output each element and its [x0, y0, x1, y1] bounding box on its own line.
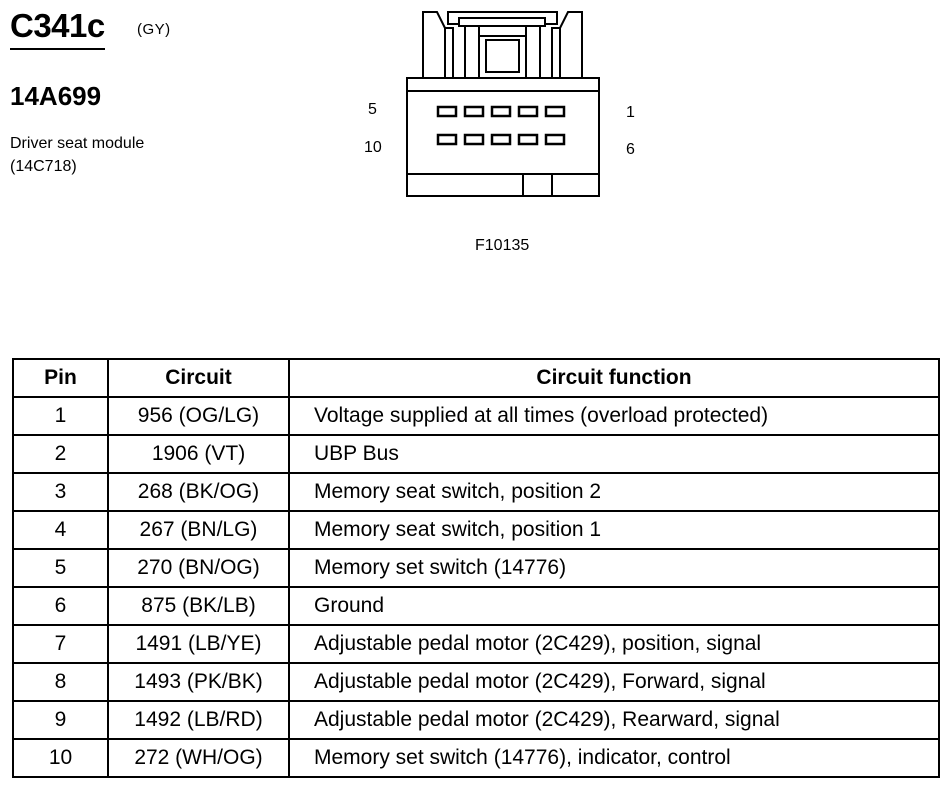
pinout-table: Pin Circuit Circuit function 1 956 (OG/L…	[12, 358, 940, 778]
pin-cavity	[517, 133, 539, 146]
figure-id: F10135	[475, 237, 530, 254]
pin-label-bottom-right: 6	[626, 141, 635, 158]
pin-cell: 5	[12, 548, 109, 588]
pin-cell: 10	[12, 738, 109, 778]
pin-label-bottom-left: 10	[364, 139, 382, 156]
table-row: 4 267 (BN/LG) Memory seat switch, positi…	[12, 510, 940, 550]
circuit-cell: 270 (BN/OG)	[107, 548, 290, 588]
part-number: 14A699	[10, 81, 102, 111]
pin-cell: 7	[12, 624, 109, 664]
circuit-cell: 268 (BK/OG)	[107, 472, 290, 512]
circuit-cell: 272 (WH/OG)	[107, 738, 290, 778]
pin-cell: 2	[12, 434, 109, 474]
table-row: 8 1493 (PK/BK) Adjustable pedal motor (2…	[12, 662, 940, 702]
circuit-cell: 1491 (LB/YE)	[107, 624, 290, 664]
table-row: 1 956 (OG/LG) Voltage supplied at all ti…	[12, 396, 940, 436]
pin-cavity	[490, 105, 512, 118]
connector-id: C341c	[10, 6, 105, 50]
function-cell: Adjustable pedal motor (2C429), Forward,…	[288, 662, 940, 702]
circuit-cell: 1492 (LB/RD)	[107, 700, 290, 740]
pin-cavity	[436, 105, 458, 118]
pin-cell: 1	[12, 396, 109, 436]
function-cell: UBP Bus	[288, 434, 940, 474]
table-header-row: Pin Circuit Circuit function	[12, 358, 940, 398]
function-cell: Adjustable pedal motor (2C429), Rearward…	[288, 700, 940, 740]
pin-cell: 3	[12, 472, 109, 512]
pin-cavity	[544, 133, 566, 146]
pin-cavity	[436, 133, 458, 146]
pin-cavity	[463, 133, 485, 146]
circuit-cell: 875 (BK/LB)	[107, 586, 290, 626]
pin-cell: 6	[12, 586, 109, 626]
table-row: 3 268 (BK/OG) Memory seat switch, positi…	[12, 472, 940, 512]
pin-column-header: Pin	[12, 358, 109, 398]
function-column-header: Circuit function	[288, 358, 940, 398]
table-row: 9 1492 (LB/RD) Adjustable pedal motor (2…	[12, 700, 940, 740]
pin-label-top-left: 5	[368, 101, 377, 118]
pin-cell: 8	[12, 662, 109, 702]
function-cell: Memory set switch (14776)	[288, 548, 940, 588]
pin-cavity	[490, 133, 512, 146]
table-row: 2 1906 (VT) UBP Bus	[12, 434, 940, 474]
pin-cavity	[463, 105, 485, 118]
function-cell: Ground	[288, 586, 940, 626]
table-row: 6 875 (BK/LB) Ground	[12, 586, 940, 626]
pin-cell: 9	[12, 700, 109, 740]
pin-cavity	[517, 105, 539, 118]
table-row: 10 272 (WH/OG) Memory set switch (14776)…	[12, 738, 940, 778]
function-cell: Voltage supplied at all times (overload …	[288, 396, 940, 436]
connector-face-diagram	[406, 11, 600, 197]
table-row: 7 1491 (LB/YE) Adjustable pedal motor (2…	[12, 624, 940, 664]
function-cell: Adjustable pedal motor (2C429), position…	[288, 624, 940, 664]
connector-color: (GY)	[137, 21, 171, 38]
component-code: (14C718)	[10, 158, 77, 175]
circuit-cell: 1493 (PK/BK)	[107, 662, 290, 702]
table-row: 5 270 (BN/OG) Memory set switch (14776)	[12, 548, 940, 588]
pin-cavity	[544, 105, 566, 118]
circuit-cell: 267 (BN/LG)	[107, 510, 290, 550]
function-cell: Memory seat switch, position 1	[288, 510, 940, 550]
circuit-column-header: Circuit	[107, 358, 290, 398]
pin-cell: 4	[12, 510, 109, 550]
function-cell: Memory seat switch, position 2	[288, 472, 940, 512]
circuit-cell: 1906 (VT)	[107, 434, 290, 474]
pin-label-top-right: 1	[626, 104, 635, 121]
component-name: Driver seat module	[10, 135, 145, 152]
function-cell: Memory set switch (14776), indicator, co…	[288, 738, 940, 778]
circuit-cell: 956 (OG/LG)	[107, 396, 290, 436]
